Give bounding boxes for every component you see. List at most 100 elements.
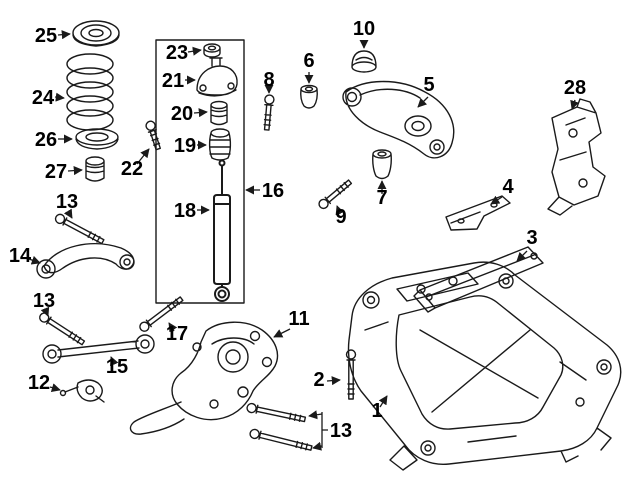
part-14-upper-control-arm <box>36 242 135 279</box>
part-19-dust-boot <box>208 128 232 161</box>
callout-21-label: 21 <box>162 70 184 92</box>
callout-9-leader <box>335 205 345 216</box>
callout-12-leader <box>49 383 61 393</box>
part-11-knuckle <box>129 321 279 435</box>
callout-3-label: 3 <box>526 227 537 249</box>
callout-2-leader <box>326 376 341 386</box>
part-12-ball-stud <box>59 379 105 403</box>
callout-13b: 13 <box>33 290 55 317</box>
callout-13c-leader-bottom <box>312 441 323 451</box>
callout-13c-bracket <box>321 412 328 448</box>
part-6-bushing <box>300 84 318 109</box>
callout-8-label: 8 <box>263 69 274 91</box>
callout-25-label: 25 <box>35 25 57 47</box>
callout-28-label: 28 <box>564 77 586 99</box>
callout-4-label: 4 <box>502 176 514 198</box>
callout-9: 9 <box>335 205 347 228</box>
part-5-lower-control-arm <box>342 80 455 159</box>
part-8-bolt <box>263 94 275 131</box>
callout-25-leader <box>57 30 71 40</box>
callout-2-label: 2 <box>313 369 324 391</box>
part-21-shock-upper-mount <box>196 57 238 97</box>
callout-28: 28 <box>564 77 586 110</box>
callout-13a-leader <box>63 208 73 219</box>
callout-13a: 13 <box>56 191 78 219</box>
part-16-shock-assembly-box <box>155 39 245 304</box>
callout-12: 12 <box>28 372 61 394</box>
part-24-coil-spring <box>66 53 114 131</box>
callout-13c-leader-top <box>308 410 323 420</box>
callout-11: 11 <box>273 308 310 338</box>
callout-5: 5 <box>417 74 435 108</box>
callout-9-label: 9 <box>335 206 346 228</box>
callout-8: 8 <box>263 69 275 94</box>
callout-6: 6 <box>303 50 315 84</box>
part-4-reinforcement-plate <box>445 195 511 231</box>
callout-24-label: 24 <box>32 87 55 109</box>
callout-20-leader <box>193 108 208 118</box>
callout-28-leader <box>570 99 579 110</box>
callout-19-label: 19 <box>174 135 196 157</box>
callout-1: 1 <box>371 395 388 422</box>
callout-17-leader <box>168 322 178 333</box>
part-28-mount-bracket <box>547 98 606 216</box>
callout-19: 19 <box>174 135 207 157</box>
callout-11-leader <box>273 328 291 338</box>
callout-25: 25 <box>35 25 71 47</box>
callout-13c-label: 13 <box>330 420 352 442</box>
callout-15-label: 15 <box>106 356 128 378</box>
callout-3: 3 <box>516 227 538 262</box>
callout-1-label: 1 <box>371 400 382 422</box>
callout-20: 20 <box>171 103 208 125</box>
callout-16-label: 16 <box>262 180 284 202</box>
callout-7-label: 7 <box>376 187 387 209</box>
part-17-bolt <box>139 296 184 332</box>
callout-7: 7 <box>376 180 388 209</box>
callout-2: 2 <box>313 369 341 391</box>
callout-15: 15 <box>106 356 128 378</box>
part-10-bushing-cap <box>351 50 377 73</box>
callout-24-leader <box>54 92 65 102</box>
callout-27-leader <box>67 166 83 176</box>
callout-13c: 13 <box>308 410 352 451</box>
part-13a-bolt <box>54 213 105 245</box>
callout-18: 18 <box>174 200 210 222</box>
callout-21: 21 <box>162 70 196 92</box>
part-15-lateral-link <box>42 334 155 364</box>
callout-26: 26 <box>35 129 73 151</box>
callout-24: 24 <box>32 87 65 109</box>
callout-12-label: 12 <box>28 372 50 394</box>
callout-17: 17 <box>166 322 188 345</box>
part-2-bolt <box>345 349 357 400</box>
part-26-spring-insulator <box>75 128 119 150</box>
callout-10-label: 10 <box>353 18 375 40</box>
part-23-nut <box>203 43 221 58</box>
callout-15-leader <box>110 356 119 367</box>
callout-11-label: 11 <box>288 308 309 330</box>
callout-23: 23 <box>166 42 202 64</box>
callout-23-leader <box>187 46 202 56</box>
part-13c-bolt-pair <box>246 402 313 451</box>
callout-23-label: 23 <box>166 42 188 64</box>
callout-6-label: 6 <box>303 50 314 72</box>
part-13b-bolt <box>39 312 86 346</box>
callout-5-label: 5 <box>423 74 434 96</box>
callout-18-label: 18 <box>174 200 196 222</box>
callout-1-leader <box>378 395 388 408</box>
callout-4-leader <box>490 195 503 205</box>
part-25-spring-upper-seat <box>72 20 120 47</box>
part-20-bump-stop <box>210 100 228 126</box>
callout-27: 27 <box>45 161 83 183</box>
part-27-jounce-bumper <box>85 156 105 182</box>
callout-14: 14 <box>9 245 41 267</box>
callout-5-leader <box>417 96 429 108</box>
callout-26-label: 26 <box>35 129 57 151</box>
callout-3-leader <box>516 250 528 262</box>
callout-22: 22 <box>121 148 150 180</box>
callout-22-label: 22 <box>121 158 143 180</box>
part-3-crossmember-brace <box>413 246 544 313</box>
callout-20-label: 20 <box>171 103 193 125</box>
callout-10: 10 <box>353 18 375 49</box>
